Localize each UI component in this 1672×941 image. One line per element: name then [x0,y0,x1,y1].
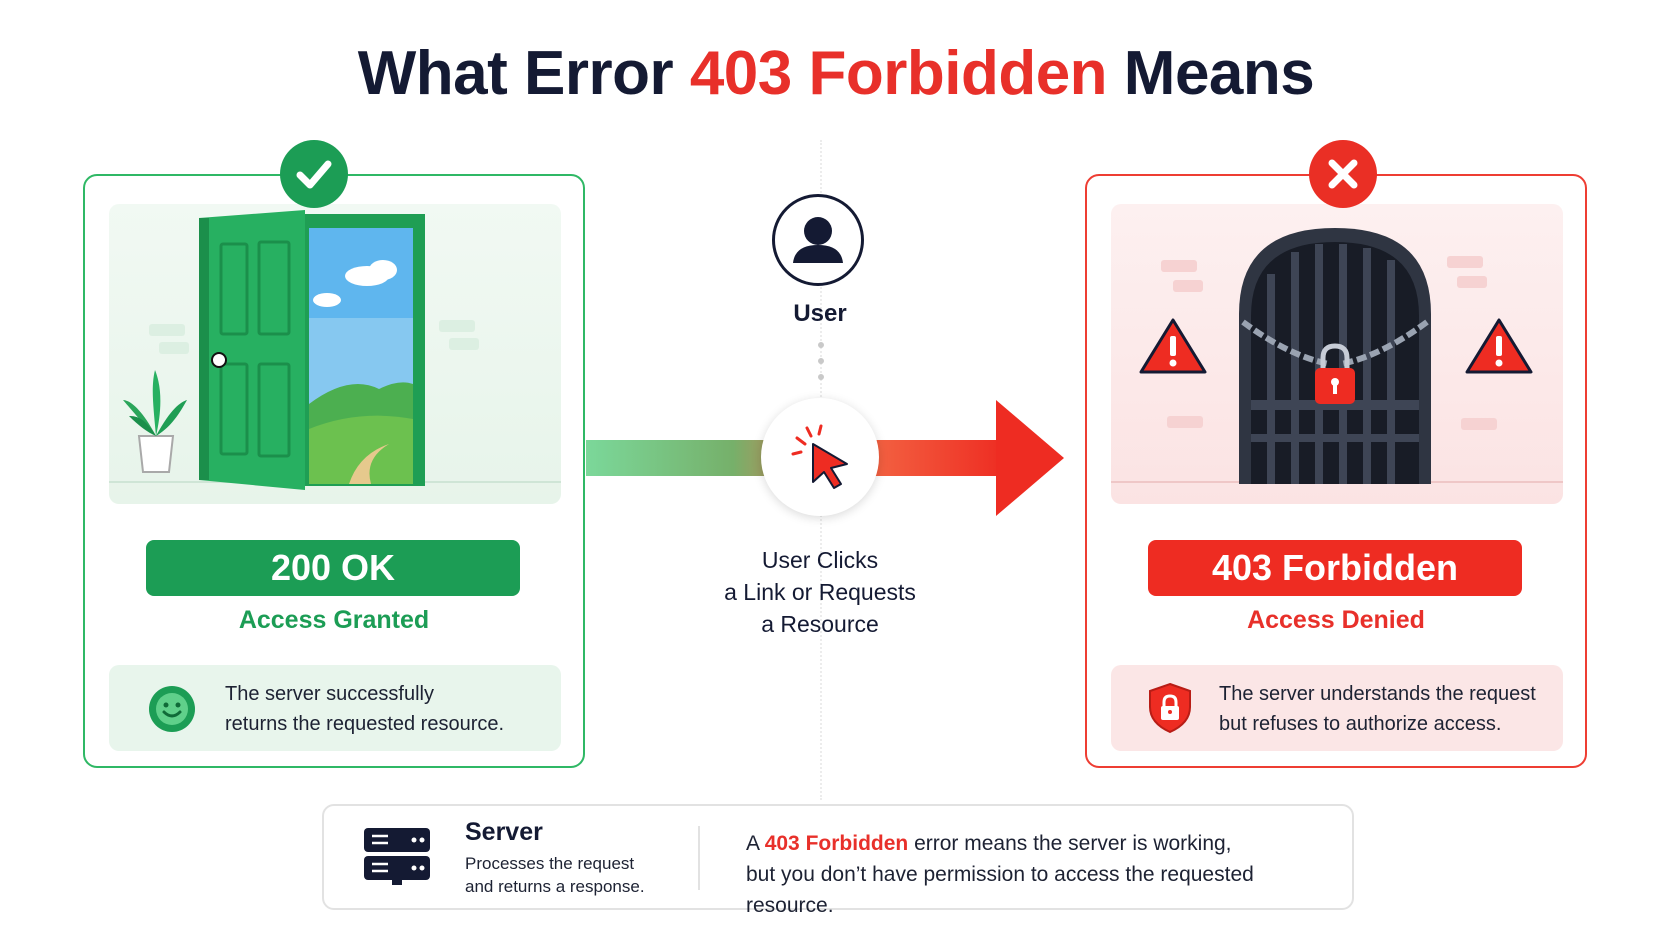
title-suffix: Means [1123,39,1315,108]
access-granted-label: Access Granted [238,606,430,634]
server-icon [362,826,432,891]
shield-lock-icon [1145,681,1195,740]
access-denied-label: Access Denied [1247,606,1425,634]
explain-line2: but you don’t have permission to access … [746,863,1254,917]
server-description: Processes the request and returns a resp… [465,852,685,898]
action-line2: a Link or Requests [724,579,916,605]
cursor-click-icon [761,398,879,516]
explain-highlight: 403 Forbidden [764,832,909,855]
server-info-box [322,804,1354,910]
server-explanation: A 403 Forbidden error means the server i… [746,828,1346,921]
status-403-forbidden: 403 Forbidden [1148,540,1522,596]
denied-note-line1: The server understands the request [1219,683,1536,705]
explain-rest: error means the server is working, [914,832,1232,855]
denied-note-line2: but refuses to authorize access. [1219,713,1502,735]
denied-note [1111,665,1563,751]
user-icon [772,194,864,286]
user-action-label: User Clicks a Link or Requests a Resourc… [700,544,940,640]
title-prefix: What Error [357,39,674,108]
action-line1: User Clicks [761,547,879,573]
server-title: Server [465,818,543,846]
granted-note-line2: returns the requested resource. [225,713,505,735]
granted-note [109,665,561,751]
status-200-ok: 200 OK [146,540,520,596]
warning-icon-left [1139,318,1207,374]
user-label: User [793,300,847,327]
connector-dot [818,374,824,380]
granted-note-line1: The server successfully [225,683,434,705]
server-desc-line2: and returns a response. [465,877,645,896]
explain-prefix: A [746,832,759,855]
locked-gate-illustration [1111,204,1563,504]
action-line3: a Resource [761,611,879,637]
warning-icon-right [1465,318,1533,374]
page-title: What Error 403 Forbidden Means [0,38,1672,109]
title-highlight: 403 Forbidden [689,39,1108,108]
open-door-illustration [109,204,561,504]
check-icon [280,140,348,208]
granted-note-text: The server successfully returns the requ… [225,679,545,739]
x-icon [1309,140,1377,208]
denied-note-text: The server understands the request but r… [1219,679,1549,739]
connector-dot [818,342,824,348]
server-desc-line1: Processes the request [465,854,635,873]
smiley-icon [147,684,197,739]
server-separator [698,826,700,890]
connector-dot [818,358,824,364]
